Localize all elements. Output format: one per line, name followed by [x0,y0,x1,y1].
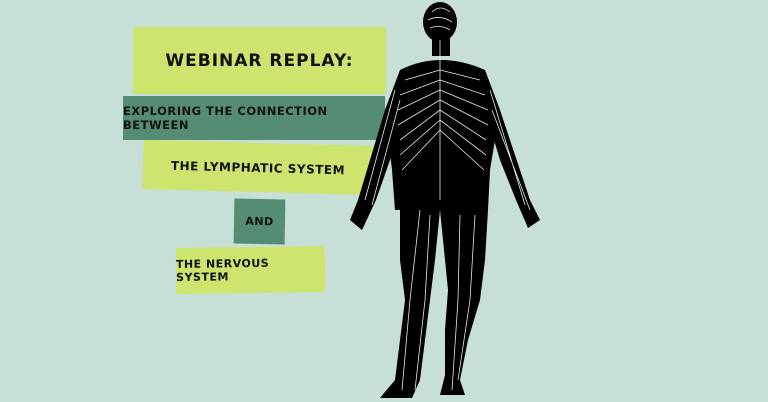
nervous-system-figure-illustration [350,2,540,398]
title-text: Webinar Replay: [165,50,354,71]
nervous-text: The Nervous System [175,256,270,285]
subtitle-box: Exploring the connection between [123,96,385,140]
subtitle-text: Exploring the connection between [123,104,328,132]
nervous-box: The Nervous System [175,245,326,295]
lymphatic-text: The Lymphatic System [170,158,346,177]
and-box: and [233,198,286,245]
lymphatic-box: The Lymphatic System [142,139,374,196]
title-box: Webinar Replay: [133,27,386,94]
and-text: and [245,214,274,229]
